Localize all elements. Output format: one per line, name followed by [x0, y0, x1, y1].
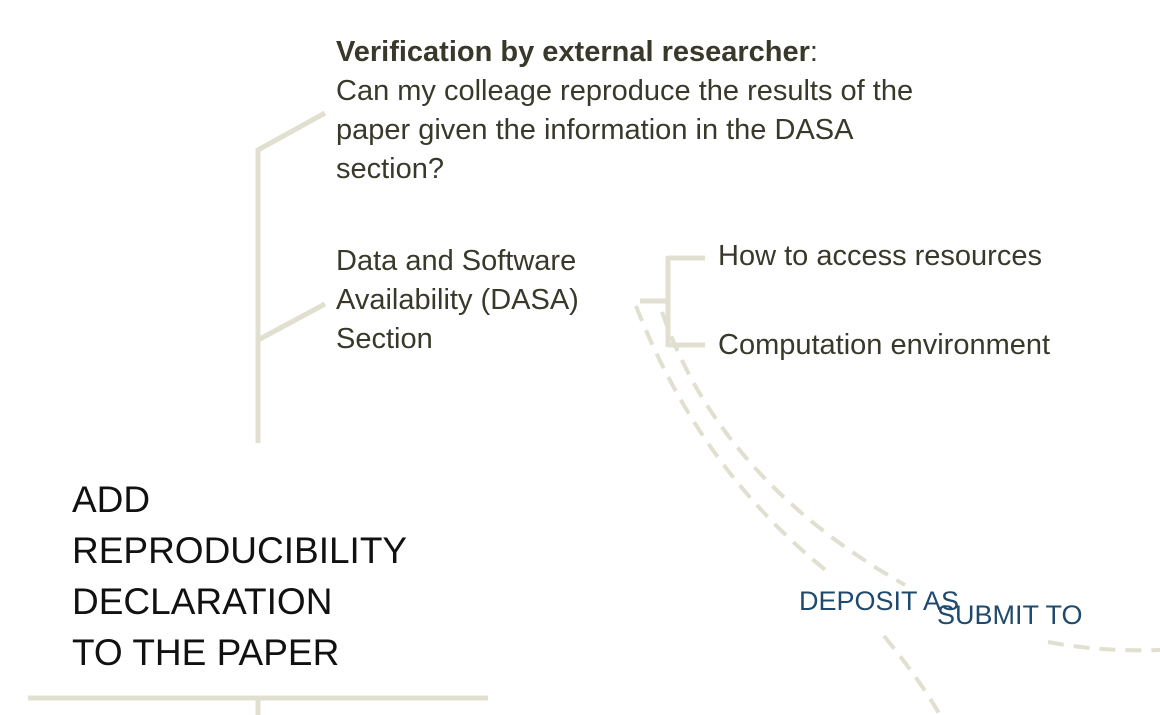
deposit-dashed-curve-cont	[882, 634, 942, 715]
edge-label-deposit: DEPOSIT AS	[799, 586, 960, 616]
access-resources-node: How to access resources	[718, 240, 1042, 272]
verification-node: Verification by external researcher: Can…	[336, 33, 913, 189]
title-line: TO THE PAPER	[72, 632, 340, 673]
computation-environment-node: Computation environment	[718, 329, 1051, 361]
title-line: ADD	[72, 479, 151, 520]
branch-verification	[256, 110, 327, 153]
main-node-title: ADD REPRODUCIBILITY DECLARATION TO THE P…	[72, 474, 407, 678]
edge-label-submit: SUBMIT TO	[937, 600, 1083, 630]
verification-line: section?	[336, 153, 445, 185]
verification-line: paper given the information in the DASA	[336, 114, 854, 146]
verification-heading: Verification by external researcher	[336, 36, 810, 68]
deposit-dashed-curve	[634, 305, 830, 574]
dasa-node: Data and Software Availability (DASA) Se…	[336, 242, 579, 359]
title-line: DECLARATION	[72, 581, 333, 622]
verification-colon: :	[809, 36, 818, 68]
dasa-line: Data and Software	[336, 245, 577, 277]
submit-dashed-curve-cont	[1047, 640, 1160, 653]
dasa-line: Availability (DASA)	[336, 284, 579, 316]
branch-dasa	[256, 301, 327, 343]
title-line: REPRODUCIBILITY	[72, 530, 408, 571]
verification-line: Can my colleage reproduce the results of…	[336, 75, 914, 107]
submit-dashed-curve	[660, 311, 906, 587]
dasa-line: Section	[336, 323, 433, 355]
